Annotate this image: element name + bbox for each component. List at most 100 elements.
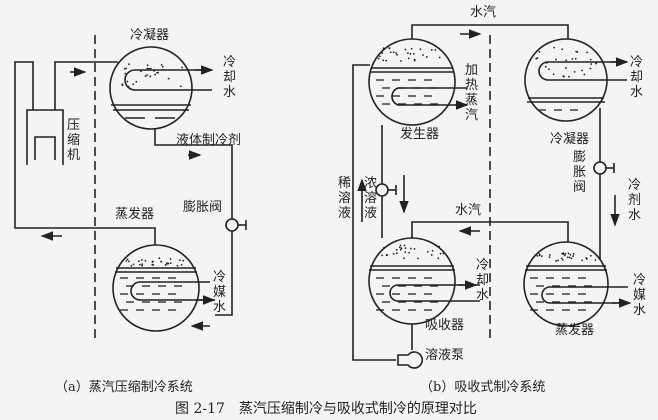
vapor-dot — [161, 68, 164, 71]
vapor-dot — [538, 50, 541, 53]
evaporator-vessel-b — [523, 241, 609, 327]
vapor-dot — [419, 48, 422, 51]
vapor-dot — [589, 254, 592, 257]
vapor-dot — [562, 75, 565, 78]
vapor-dot — [181, 66, 183, 69]
label-concentrated-solution: 浓溶液 — [364, 176, 378, 221]
vapor-dot — [438, 245, 441, 248]
label-evaporator: 蒸发器 — [115, 207, 155, 222]
vapor-dot — [576, 51, 579, 53]
vapor-dot — [140, 70, 142, 73]
vapor-dot — [150, 67, 152, 70]
vapor-pipe-middle — [411, 221, 569, 242]
vapor-dot — [566, 256, 569, 259]
vapor-dot — [164, 264, 167, 266]
vapor-dot — [126, 258, 129, 261]
label-vapor-top: 水汽 — [470, 5, 497, 20]
vapor-dot — [138, 260, 140, 263]
vapor-dot — [572, 255, 574, 257]
evaporator-coil-b — [541, 286, 628, 304]
vapor-dot — [561, 48, 564, 51]
condenser-liquid-lines — [111, 104, 191, 119]
vapor-dot — [410, 247, 412, 250]
vapor-dot — [126, 80, 129, 83]
vapor-dot — [422, 54, 424, 56]
vapor-dot — [182, 259, 185, 262]
vapor-dot — [574, 57, 577, 60]
vapor-dot — [400, 60, 402, 62]
vapor-dot — [140, 258, 143, 261]
condenser-coil — [124, 69, 212, 91]
vapor-dot — [404, 251, 407, 254]
vapor-dot — [545, 61, 548, 64]
vapor-dot — [158, 257, 161, 260]
vapor-dot — [392, 51, 395, 54]
vapor-dot — [417, 257, 419, 260]
label-generator: 发生器 — [400, 127, 440, 142]
vapor-dot — [589, 58, 592, 61]
vapor-dot — [548, 256, 551, 259]
condenser-coil-b — [538, 61, 627, 81]
vapor-dot — [138, 263, 141, 266]
vapor-dot — [377, 57, 380, 60]
vapor-dot — [410, 47, 413, 50]
vapor-dot — [392, 252, 395, 255]
vapor-dot — [180, 263, 183, 266]
compressor-body — [26, 109, 64, 165]
vapor-dot — [141, 263, 144, 266]
vapor-dot — [130, 265, 133, 267]
vapor-dot — [167, 77, 170, 80]
vapor-dot — [564, 254, 566, 257]
vapor-dot — [557, 259, 560, 262]
vapor-dot — [153, 70, 156, 72]
vapor-dot — [403, 257, 405, 260]
vapor-dot — [555, 58, 557, 61]
vapor-dot — [404, 247, 407, 250]
liquid-dashes — [120, 79, 592, 311]
vapor-dot — [536, 254, 539, 257]
vapor-dot — [564, 252, 567, 255]
vapor-dot — [581, 69, 583, 72]
vapor-dot — [403, 244, 406, 247]
vapor-dot — [386, 254, 388, 256]
vapor-dot — [128, 63, 130, 66]
vapor-dot — [408, 251, 410, 254]
pipe-dilute-solution — [352, 64, 396, 361]
vapor-dot — [167, 262, 170, 265]
vapor-dot — [548, 254, 551, 256]
vapor-dot — [434, 244, 437, 247]
solution-pump-icon — [397, 351, 423, 369]
pipe-compressor-to-condenser — [54, 61, 118, 110]
label-evaporator-b: 蒸发器 — [555, 323, 595, 338]
pipe-liquid-refrigerant — [154, 129, 233, 316]
vapor-dot — [544, 65, 547, 68]
vapor-dot — [379, 55, 381, 58]
condenser-vessel — [109, 46, 193, 130]
vapor-dot — [586, 51, 589, 54]
vapor-dot — [135, 80, 138, 83]
vapor-dot — [146, 67, 149, 70]
vapor-dot — [398, 246, 401, 249]
vapor-dot — [154, 73, 157, 76]
vapor-dot — [132, 263, 135, 266]
vapor-dot — [564, 67, 567, 69]
vapor-dot — [594, 259, 597, 261]
label-chilled-water-b: 冷媒水 — [633, 273, 647, 318]
vapor-dot — [160, 260, 163, 263]
vapor-dot — [552, 73, 555, 76]
vapor-dot — [567, 75, 570, 78]
vapor-dot — [437, 257, 440, 260]
vapor-dot — [399, 248, 402, 251]
vapor-dot — [439, 252, 442, 255]
vapor-dot — [176, 264, 179, 267]
vapor-dot — [573, 70, 576, 73]
vapor-dot — [388, 47, 391, 49]
vapor-dot — [594, 61, 597, 64]
label-chilled-water: 冷媒水 — [213, 270, 227, 315]
vapor-dot — [438, 56, 441, 59]
label-condenser-b: 冷凝器 — [550, 132, 590, 147]
label-cooling-water-absorber: 冷却水 — [476, 258, 490, 303]
vapor-dot — [179, 85, 182, 88]
